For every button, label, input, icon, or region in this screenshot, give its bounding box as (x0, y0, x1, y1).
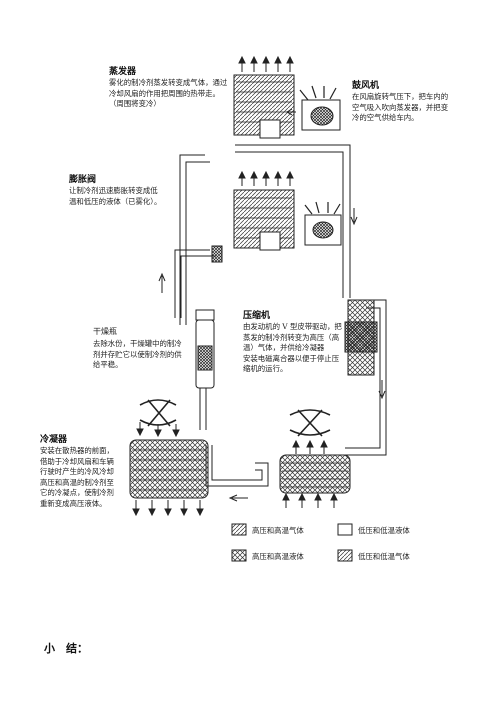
legend-item-lp-low-liquid: 低压和低温液体 (358, 526, 410, 535)
legend-item-hp-hot-gas: 高压和高温气体 (252, 526, 304, 535)
compressor-desc: 由发动机的 V 型皮带驱动，把 蒸发的制冷剂转变为高压（高 温）气体，并供给冷凝… (243, 322, 342, 374)
compressor (344, 299, 378, 376)
evaporator-desc: 雾化的制冷剂蒸发转变成气体，通过 冷却风扇的作用把周围的热带走。 （周围将变冷） (109, 78, 228, 109)
condenser-left (129, 399, 209, 517)
legend-item-lp-low-gas: 低压和低温气体 (358, 552, 410, 561)
blower-desc: 在风扇旋转气压下，把车内的 空气吸入吹向蒸发器，并把变 冷的空气供给车内。 (352, 92, 449, 123)
evaporator-top (233, 55, 341, 139)
legend-item-hp-hot-liquid: 高压和高温液体 (252, 552, 304, 561)
evaporator-title: 蒸发器 (109, 67, 137, 77)
condenser-right (279, 409, 351, 508)
expansion-valve-desc: 让制冷剂迅速膨胀转变成低 温和低压的液体（已雾化）。 (69, 186, 162, 206)
drier (195, 309, 215, 389)
drier-title: 干燥瓶 (93, 327, 117, 336)
blower-title: 鼓风机 (352, 81, 380, 91)
condenser-title: 冷凝器 (40, 435, 68, 445)
condenser-desc: 安装在散热器的前面， 借助于冷却风扇和车辆 行驶时产生的冷风冷却 高压和高温的制… (40, 446, 114, 508)
summary-heading: 小 结： (44, 642, 88, 655)
refrigerant-pipes (158, 144, 387, 502)
legend-swatches (231, 523, 353, 562)
evaporator-middle (211, 170, 342, 263)
compressor-title: 压缩机 (243, 311, 271, 321)
drier-desc: 去除水份，干燥罐中的制冷 剂并存贮它以使制冷剂的供 给平稳。 (93, 339, 182, 370)
expansion-valve-title: 膨胀阀 (69, 175, 97, 185)
